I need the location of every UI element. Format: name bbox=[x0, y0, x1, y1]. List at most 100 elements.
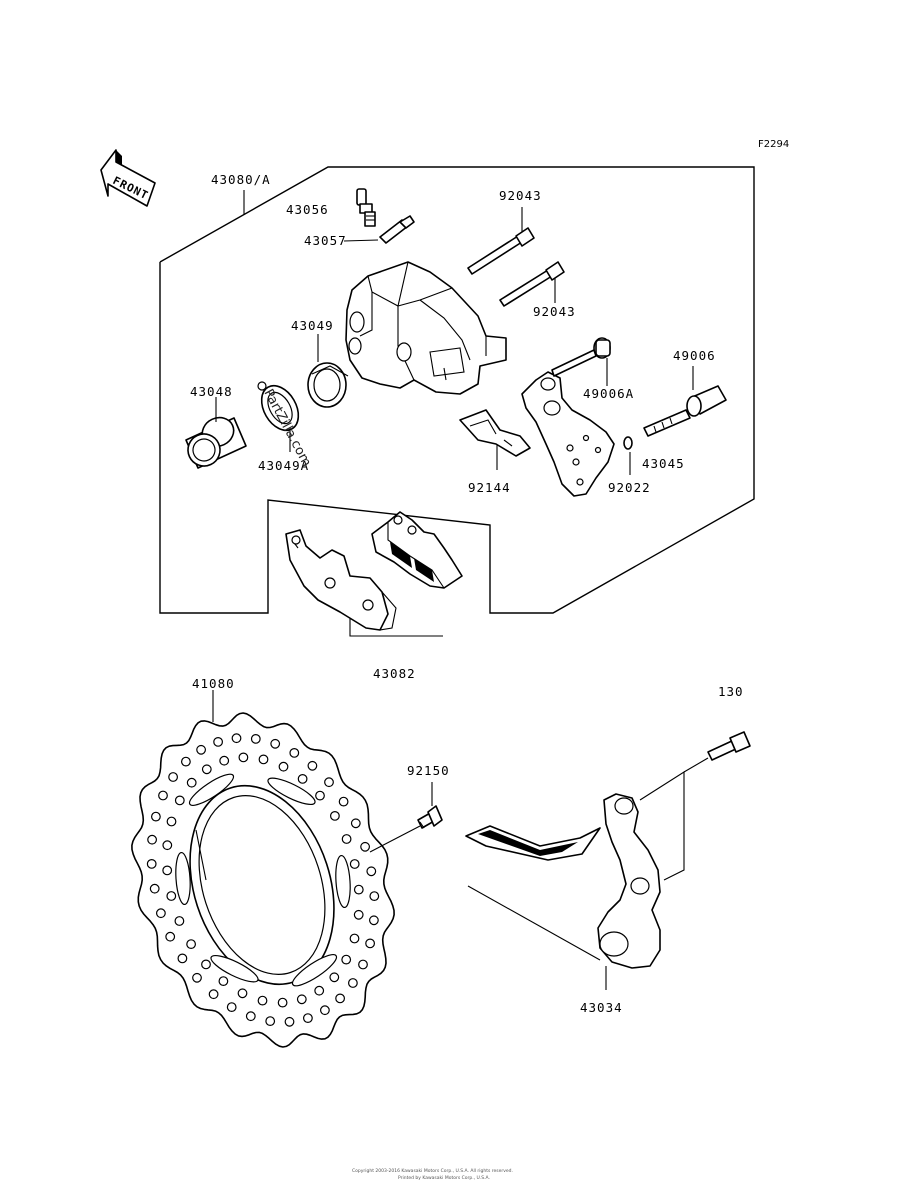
disc-vent-hole bbox=[348, 978, 358, 988]
disc-vent-hole bbox=[192, 972, 202, 983]
caliper-body bbox=[345, 261, 507, 395]
disc-vent-hole bbox=[150, 811, 161, 822]
disc-slot bbox=[175, 851, 191, 906]
disc-vent-hole bbox=[155, 908, 166, 919]
disc-vent-hole bbox=[166, 816, 177, 827]
disc-vent-hole bbox=[338, 796, 349, 807]
slide-pin-92043-lower bbox=[499, 261, 565, 307]
copyright-line-1: Copyright 2003-2016 Kawasaki Motors Corp… bbox=[352, 1168, 513, 1174]
disc-vent-hole bbox=[166, 891, 177, 901]
disc-vent-hole bbox=[270, 738, 281, 749]
disc-vent-hole bbox=[369, 915, 379, 926]
bracket-pin-49006a bbox=[551, 337, 611, 377]
disc-vent-hole bbox=[329, 972, 340, 983]
disc-vent-hole bbox=[219, 755, 230, 766]
label-92022: 92022 bbox=[608, 480, 651, 495]
bleeder-valve-43056 bbox=[356, 188, 376, 227]
disc-vent-hole bbox=[208, 989, 219, 1000]
disc-vent-hole bbox=[218, 976, 229, 986]
disc-vent-hole bbox=[265, 1016, 276, 1026]
disc-vent-hole bbox=[237, 988, 248, 999]
disc-vent-hole bbox=[303, 1013, 313, 1023]
disc-vent-hole bbox=[284, 1016, 295, 1027]
label-43049: 43049 bbox=[291, 318, 334, 333]
disc-vent-hole bbox=[238, 752, 249, 763]
caliper-assembly-boundary bbox=[159, 166, 755, 614]
label-43080-a: 43080/A bbox=[211, 172, 271, 187]
disc-slot bbox=[267, 777, 316, 806]
disc-vent-hole bbox=[258, 754, 269, 765]
disc-vent-hole bbox=[278, 761, 289, 772]
dust-seal-43049a bbox=[257, 381, 300, 432]
disc-vent-hole bbox=[174, 916, 185, 926]
disc-vent-hole bbox=[353, 884, 364, 895]
disc-vent-hole bbox=[201, 764, 212, 775]
disc-vent-hole bbox=[350, 818, 361, 829]
brake-disc-41080 bbox=[131, 712, 395, 1048]
label-92043-upper: 92043 bbox=[499, 188, 542, 203]
disc-slot bbox=[188, 773, 235, 806]
label-43049a: 43049A bbox=[258, 458, 309, 473]
disc-vent-hole bbox=[168, 772, 179, 782]
disc-vent-hole bbox=[201, 959, 211, 970]
disc-vent-hole bbox=[307, 760, 318, 771]
disc-vent-hole bbox=[349, 933, 360, 944]
label-43057: 43057 bbox=[304, 233, 347, 248]
disc-vent-hole bbox=[324, 777, 334, 788]
disc-vent-hole bbox=[365, 938, 376, 949]
disc-vent-hole bbox=[366, 866, 377, 877]
disc-vent-hole bbox=[315, 790, 325, 801]
disc-vent-hole bbox=[147, 834, 158, 845]
bracket-pin-49006 bbox=[643, 385, 727, 437]
disc-vent-hole bbox=[250, 734, 261, 744]
label-49006: 49006 bbox=[673, 348, 716, 363]
front-arrow-icon: FRONT bbox=[100, 149, 156, 207]
disc-vent-hole bbox=[341, 954, 352, 965]
disc-vent-hole bbox=[257, 995, 268, 1006]
disc-vent-hole bbox=[320, 1005, 330, 1016]
copyright-line-2: Printed by Kawasaki Motors Corp., U.S.A. bbox=[398, 1175, 490, 1181]
disc-vent-hole bbox=[186, 777, 197, 788]
disc-vent-hole bbox=[369, 891, 380, 901]
disc-vent-hole bbox=[296, 994, 307, 1005]
brake-pad-left bbox=[285, 529, 397, 631]
disc-vent-hole bbox=[162, 865, 173, 876]
disc-vent-hole bbox=[314, 985, 325, 996]
disc-vent-hole bbox=[353, 909, 364, 920]
disc-vent-hole bbox=[186, 939, 197, 949]
piston-seal-43049 bbox=[307, 362, 349, 408]
label-43045: 43045 bbox=[642, 456, 685, 471]
label-92150: 92150 bbox=[407, 763, 450, 778]
label-43034: 43034 bbox=[580, 1000, 623, 1015]
disc-vent-hole bbox=[231, 733, 242, 744]
brake-pad-right bbox=[371, 511, 463, 589]
disc-vent-hole bbox=[335, 993, 346, 1004]
disc-slot bbox=[335, 854, 351, 909]
disc-vent-hole bbox=[245, 1011, 256, 1022]
disc-vent-hole bbox=[358, 959, 368, 970]
label-43048: 43048 bbox=[190, 384, 233, 399]
pad-spring-92144 bbox=[459, 409, 531, 457]
label-43056: 43056 bbox=[286, 202, 329, 217]
disc-vent-hole bbox=[330, 811, 340, 821]
disc-vent-hole bbox=[349, 859, 360, 869]
caliper-bracket bbox=[521, 371, 615, 497]
circlip-92022 bbox=[623, 436, 633, 450]
disc-vent-hole bbox=[149, 883, 160, 894]
disc-vent-hole bbox=[289, 748, 300, 758]
disc-vent-hole bbox=[360, 841, 371, 852]
figure-code: F2294 bbox=[758, 139, 789, 150]
disc-vent-hole bbox=[196, 744, 207, 755]
swingarm-section bbox=[465, 825, 601, 961]
label-130: 130 bbox=[718, 684, 744, 699]
disc-vent-hole bbox=[162, 840, 173, 851]
label-43082: 43082 bbox=[373, 666, 416, 681]
disc-slot bbox=[210, 954, 259, 983]
disc-vent-hole bbox=[180, 756, 191, 767]
label-41080: 41080 bbox=[192, 676, 235, 691]
caliper-mount-bracket-43034 bbox=[597, 793, 661, 969]
bleeder-cap-43057 bbox=[379, 215, 415, 244]
disc-bolt-92150 bbox=[417, 805, 443, 829]
disc-vent-hole bbox=[341, 834, 352, 844]
